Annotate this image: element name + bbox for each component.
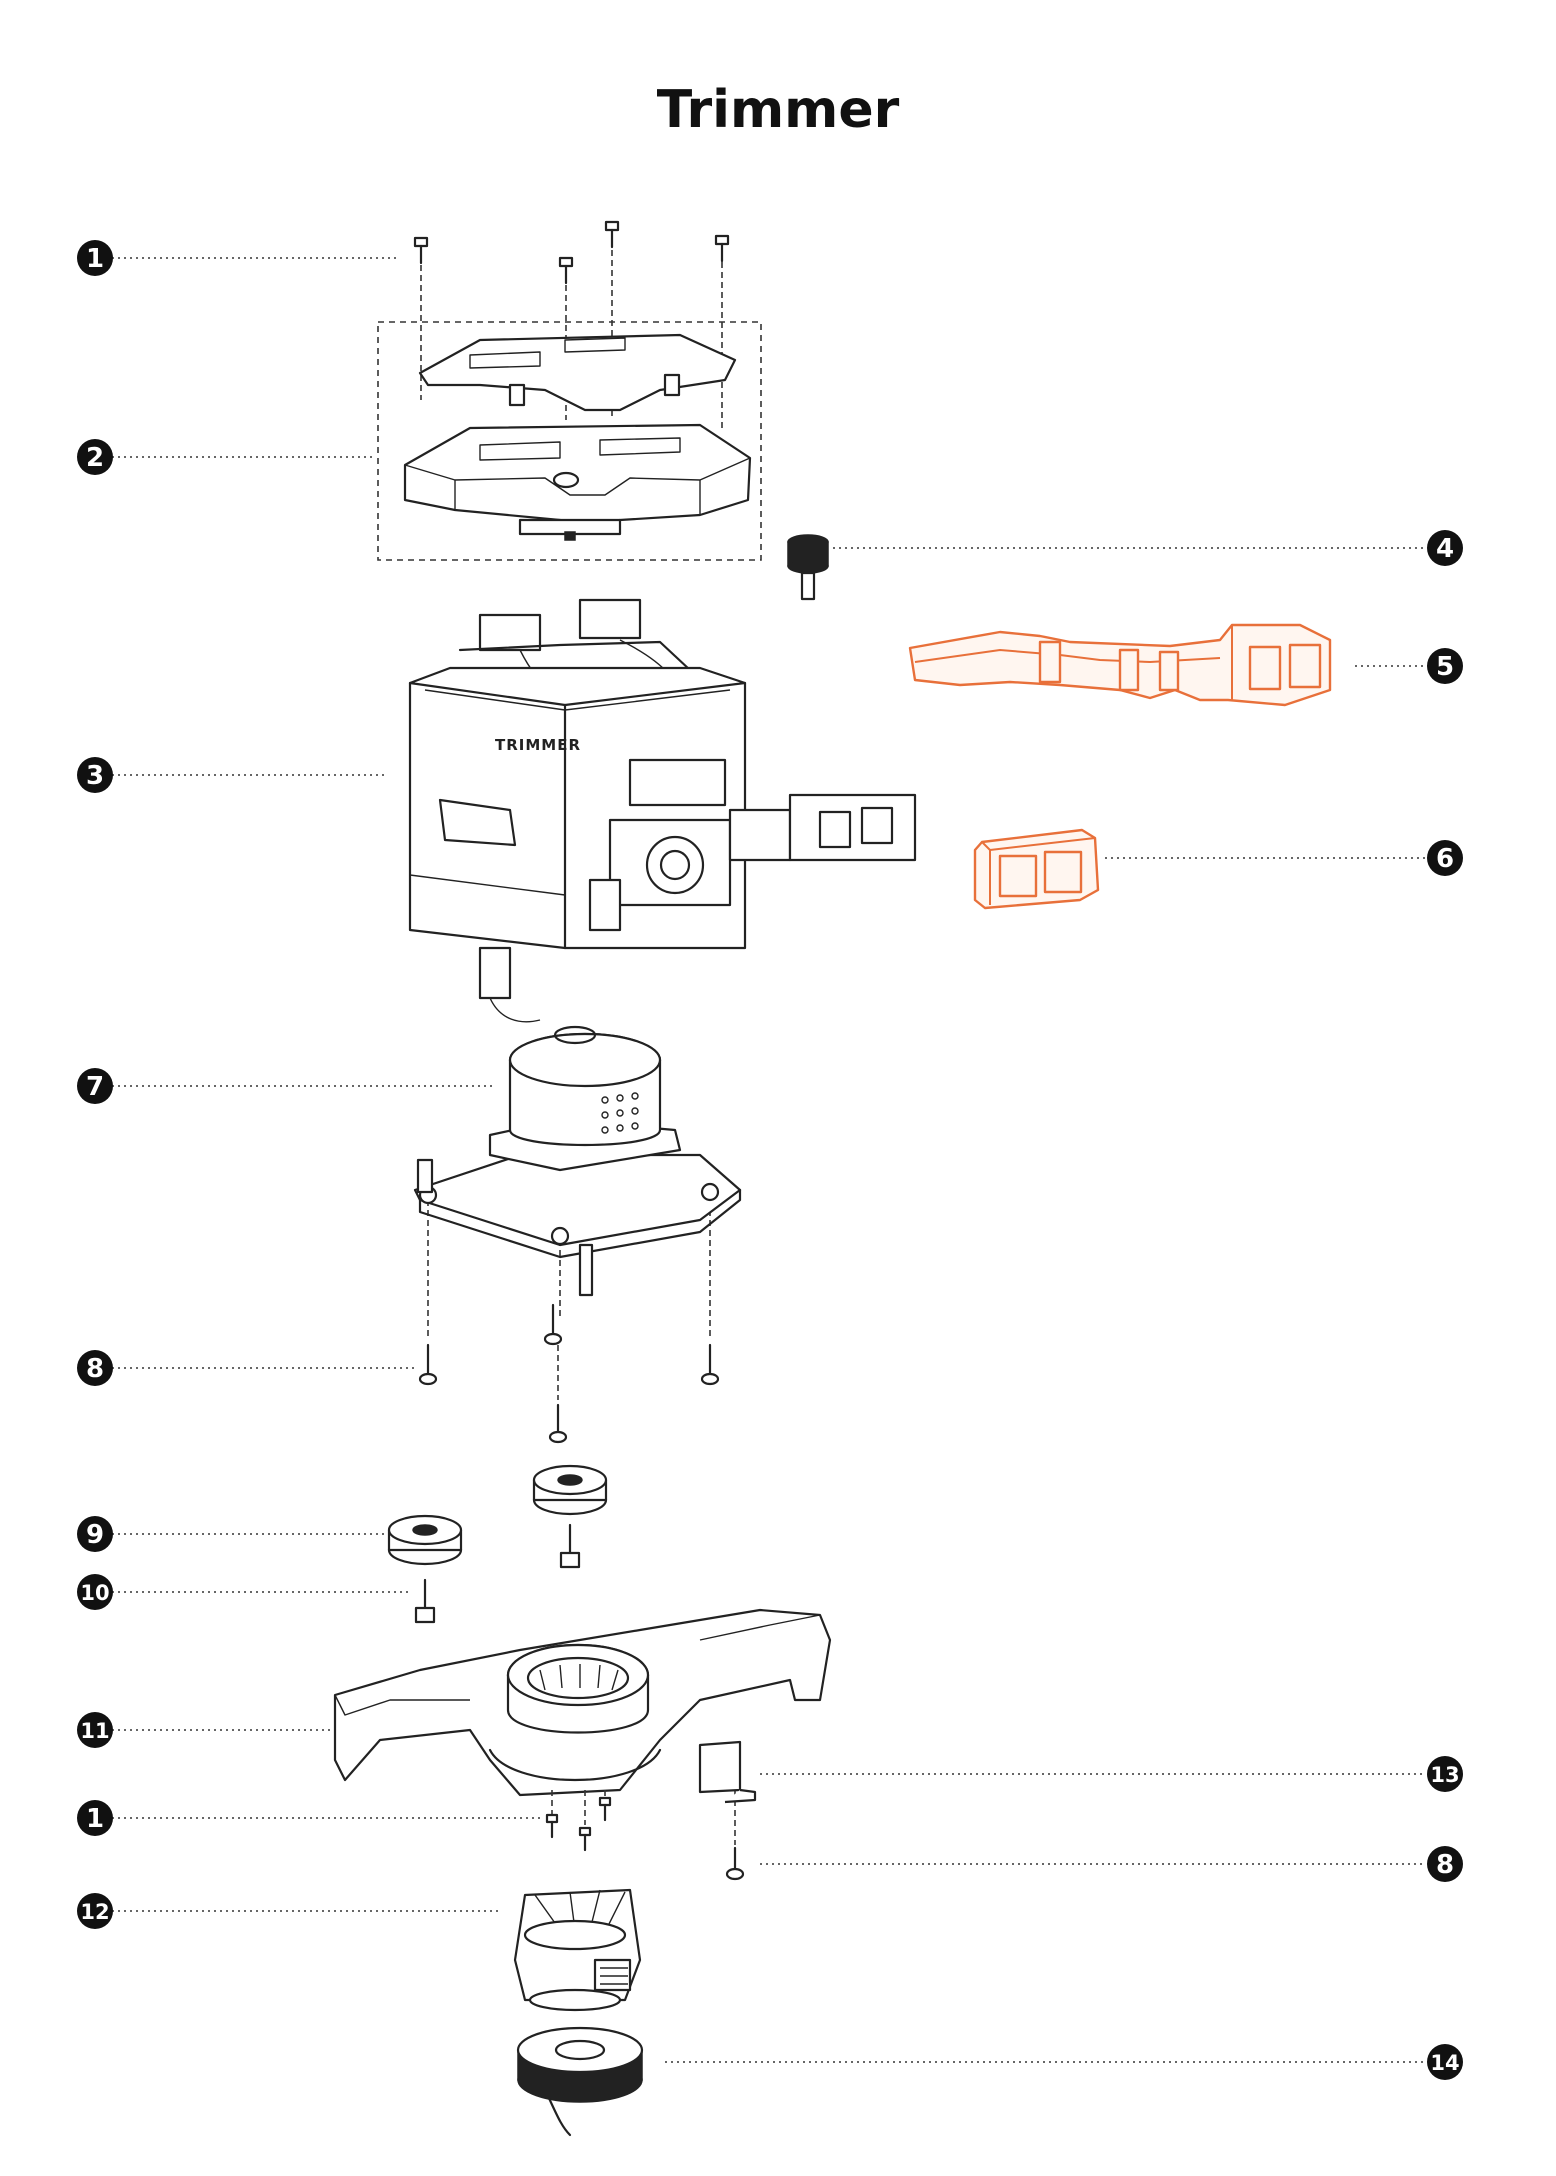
svg-text:5: 5 (1436, 652, 1454, 682)
callout-badge-4: 4 (1427, 530, 1463, 566)
svg-text:3: 3 (86, 761, 104, 791)
svg-text:12: 12 (80, 1900, 109, 1924)
svg-text:11: 11 (80, 1719, 109, 1743)
svg-text:13: 13 (1430, 1763, 1459, 1787)
svg-text:8: 8 (86, 1354, 104, 1384)
callout-badge-1-lower: 1 (77, 1800, 113, 1836)
part-8-screws (418, 1303, 720, 1444)
callout-badge-8-lower: 8 (1427, 1846, 1463, 1882)
svg-text:8: 8 (1436, 1850, 1454, 1880)
part-3-main-housing: TRIMMER (408, 598, 917, 1023)
housing-label: TRIMMER (495, 736, 581, 754)
callout-badge-7: 7 (77, 1068, 113, 1104)
svg-text:6: 6 (1436, 844, 1454, 874)
callout-badge-8-upper: 8 (77, 1350, 113, 1386)
svg-text:10: 10 (80, 1581, 109, 1605)
callout-badge-6: 6 (1427, 840, 1463, 876)
callout-badge-3: 3 (77, 757, 113, 793)
part-12-head (513, 1888, 642, 2012)
part-5-arm (908, 623, 1332, 707)
callout-badge-14: 14 (1427, 2044, 1463, 2080)
svg-text:7: 7 (86, 1072, 104, 1102)
callout-badge-9: 9 (77, 1516, 113, 1552)
part-2-top-cover (377, 321, 762, 561)
part-7-motor (413, 1025, 742, 1340)
callout-badge-1-top: 1 (77, 240, 113, 276)
svg-text:1: 1 (86, 1804, 104, 1834)
leader-lines (112, 257, 1425, 2063)
callout-badge-11: 11 (77, 1712, 113, 1748)
callout-badge-13: 13 (1427, 1756, 1463, 1792)
part-1-lower-screws (545, 1796, 612, 1852)
part-10-bolts (414, 1523, 581, 1624)
svg-text:2: 2 (86, 443, 104, 473)
svg-text:4: 4 (1436, 534, 1454, 564)
part-14-spool (516, 2026, 644, 2137)
svg-text:14: 14 (1430, 2051, 1459, 2075)
page-title: Trimmer (656, 80, 900, 140)
part-8-lower-screw (725, 1846, 745, 1881)
part-9-wheels (387, 1464, 608, 1566)
svg-text:1: 1 (86, 244, 104, 274)
part-11-guard (333, 1608, 832, 1845)
callout-badge-2: 2 (77, 439, 113, 475)
motor-holes (601, 1092, 639, 1134)
callout-badge-10: 10 (77, 1574, 113, 1610)
callout-badge-12: 12 (77, 1893, 113, 1929)
svg-text:9: 9 (86, 1520, 104, 1550)
part-6-bracket (973, 828, 1100, 910)
part-4-knob (787, 534, 829, 601)
part-13-clip (698, 1740, 757, 1804)
callout-badge-5: 5 (1427, 648, 1463, 684)
